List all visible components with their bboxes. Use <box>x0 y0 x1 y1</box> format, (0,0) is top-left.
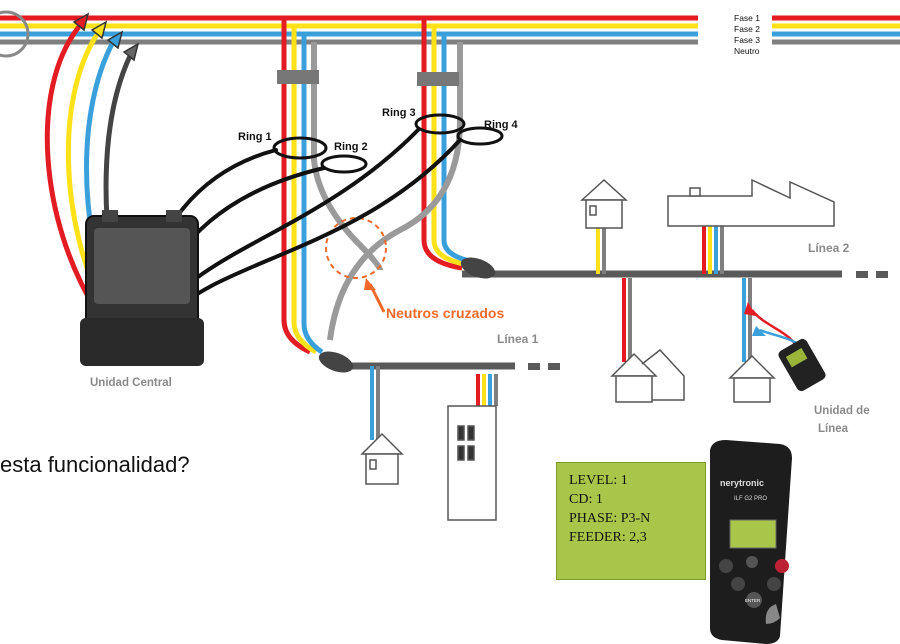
ring-2-label: Ring 2 <box>334 141 368 153</box>
power-button-icon <box>775 559 789 573</box>
logo-swirl-icon <box>765 604 780 624</box>
linea-2-label: Línea 2 <box>808 241 850 255</box>
search-button-icon <box>719 559 733 573</box>
voltage-arrow-icons <box>72 12 140 62</box>
linea-2-connectors <box>417 72 459 86</box>
house-icon <box>728 278 776 403</box>
device-model: ILF G2 PRO <box>734 496 767 502</box>
legend-fase-1: Fase 1 <box>734 13 760 23</box>
device-enter-label: ENTER <box>745 598 761 603</box>
linea-1-line <box>318 351 560 373</box>
ring-cts <box>272 113 504 174</box>
main-bus <box>0 8 900 56</box>
plus-button-icon <box>767 577 781 591</box>
legend-neutro: Neutro <box>734 46 760 56</box>
lcd-feeder: FEEDER: 2,3 <box>569 530 647 545</box>
handheld-device <box>710 440 792 644</box>
house-icon <box>580 178 628 274</box>
unidad-de-linea-label-2: Línea <box>818 423 849 435</box>
central-unit <box>80 210 204 366</box>
unidad-de-linea-label-1: Unidad de <box>814 405 870 417</box>
building-icon <box>447 374 498 521</box>
legend-fase-3: Fase 3 <box>734 35 760 45</box>
linea-1-connectors <box>277 70 319 84</box>
ring-3-label: Ring 3 <box>382 107 416 119</box>
lcd-level: LEVEL: 1 <box>569 473 628 488</box>
lcd-cd: CD: 1 <box>569 492 603 507</box>
linea-2-feeder <box>327 18 467 341</box>
legend: Fase 1 Fase 2 Fase 3 Neutro <box>734 13 760 56</box>
neutros-cruzados-label: Neutros cruzados <box>386 305 504 321</box>
linea-1-feeder <box>281 18 383 355</box>
ring-1-label: Ring 1 <box>238 131 272 143</box>
line-unit-probe <box>744 302 826 392</box>
arrow-head-icon <box>364 278 376 290</box>
device-brand: nerytronic <box>720 478 764 488</box>
linea-2-line <box>460 257 888 279</box>
minus-button-icon <box>731 577 745 591</box>
crossed-neutral-highlight <box>325 217 387 279</box>
bus-clamp-ring <box>0 10 30 58</box>
house-icon <box>360 366 404 485</box>
linea-1-label: Línea 1 <box>497 332 539 346</box>
lcd-phase: PHASE: P3-N <box>569 511 651 526</box>
lcd-readout: LEVEL: 1 CD: 1 PHASE: P3-N FEEDER: 2,3 <box>556 462 706 580</box>
factory-icon <box>667 178 835 274</box>
unidad-central-label: Unidad Central <box>90 377 172 389</box>
house-icon <box>610 278 685 403</box>
ring-4-label: Ring 4 <box>484 119 518 131</box>
question-text: esta funcionalidad? <box>0 452 190 477</box>
legend-fase-2: Fase 2 <box>734 24 760 34</box>
